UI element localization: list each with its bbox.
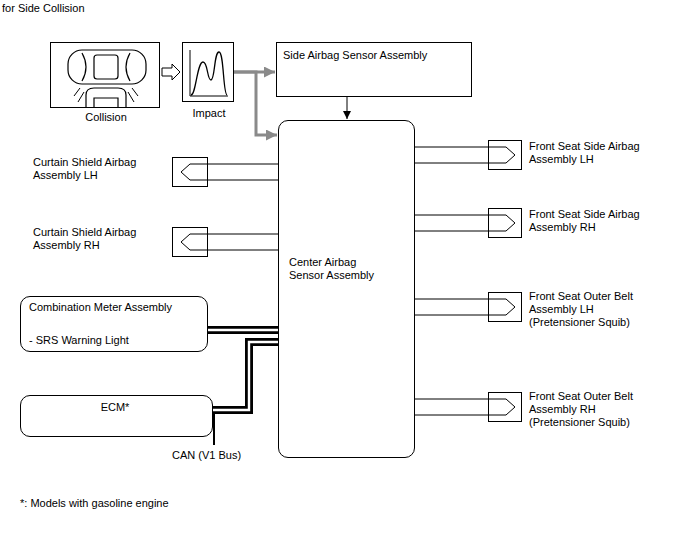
node-text: Combination Meter Assembly <box>29 301 201 314</box>
connector <box>415 147 488 163</box>
squib-symbol <box>489 141 521 169</box>
illustration-frame: Collision <box>50 42 160 108</box>
node-text: Front Seat Outer Belt Assembly LH (Prete… <box>529 290 657 329</box>
squib-symbol <box>173 228 207 256</box>
connector <box>415 215 488 231</box>
connector <box>213 342 279 410</box>
component-box: Combination Meter Assembly - SRS Warning … <box>20 296 208 352</box>
component-box: ECM* <box>20 395 213 437</box>
squib-connector: Curtain Shield Airbag Assembly LH <box>172 157 208 187</box>
squib-symbol <box>489 393 521 421</box>
illustration-frame: Impact <box>182 42 234 102</box>
connector <box>415 299 488 315</box>
squib-connector: Front Seat Outer Belt Assembly LH (Prete… <box>488 292 522 322</box>
sensor-box: Side Airbag Sensor Assembly <box>276 42 472 97</box>
car-illustration <box>68 50 146 107</box>
can-leader <box>213 414 215 445</box>
squib-connector: Front Seat Side Airbag Assembly LH <box>488 140 522 170</box>
node-text: Center Airbag Sensor Assembly <box>289 256 384 282</box>
node-text: Curtain Shield Airbag Assembly LH <box>33 156 161 182</box>
bus-label: CAN (V1 Bus) <box>172 449 241 462</box>
squib-symbol <box>173 158 207 186</box>
connector <box>347 97 348 119</box>
squib-connector: Front Seat Side Airbag Assembly RH <box>488 208 522 238</box>
diagram-title: for Side Collision <box>2 2 85 15</box>
impact-graph <box>190 50 228 96</box>
squib-connector: Front Seat Outer Belt Assembly RH (Prete… <box>488 392 522 422</box>
node-text: - SRS Warning Light <box>29 334 201 347</box>
connector <box>415 399 488 415</box>
node-text: Front Seat Outer Belt Assembly RH (Prete… <box>529 390 657 429</box>
node-text: Collision <box>41 111 171 124</box>
squib-symbol <box>489 209 521 237</box>
node-text: Front Seat Side Airbag Assembly LH <box>529 140 657 166</box>
squib-symbol <box>489 293 521 321</box>
node-text: ECM* <box>21 401 209 414</box>
connector <box>162 64 180 80</box>
connector <box>208 164 278 180</box>
node-text: Impact <box>169 107 249 120</box>
connector <box>208 234 278 250</box>
squib-connector: Curtain Shield Airbag Assembly RH <box>172 227 208 257</box>
connector <box>208 330 279 331</box>
footnote: *: Models with gasoline engine <box>20 497 169 510</box>
connector <box>234 72 277 135</box>
component-box: Center Airbag Sensor Assembly <box>278 120 415 458</box>
node-text: Front Seat Side Airbag Assembly RH <box>529 208 657 234</box>
node-text: Side Airbag Sensor Assembly <box>283 49 465 62</box>
node-text: Curtain Shield Airbag Assembly RH <box>33 226 161 252</box>
